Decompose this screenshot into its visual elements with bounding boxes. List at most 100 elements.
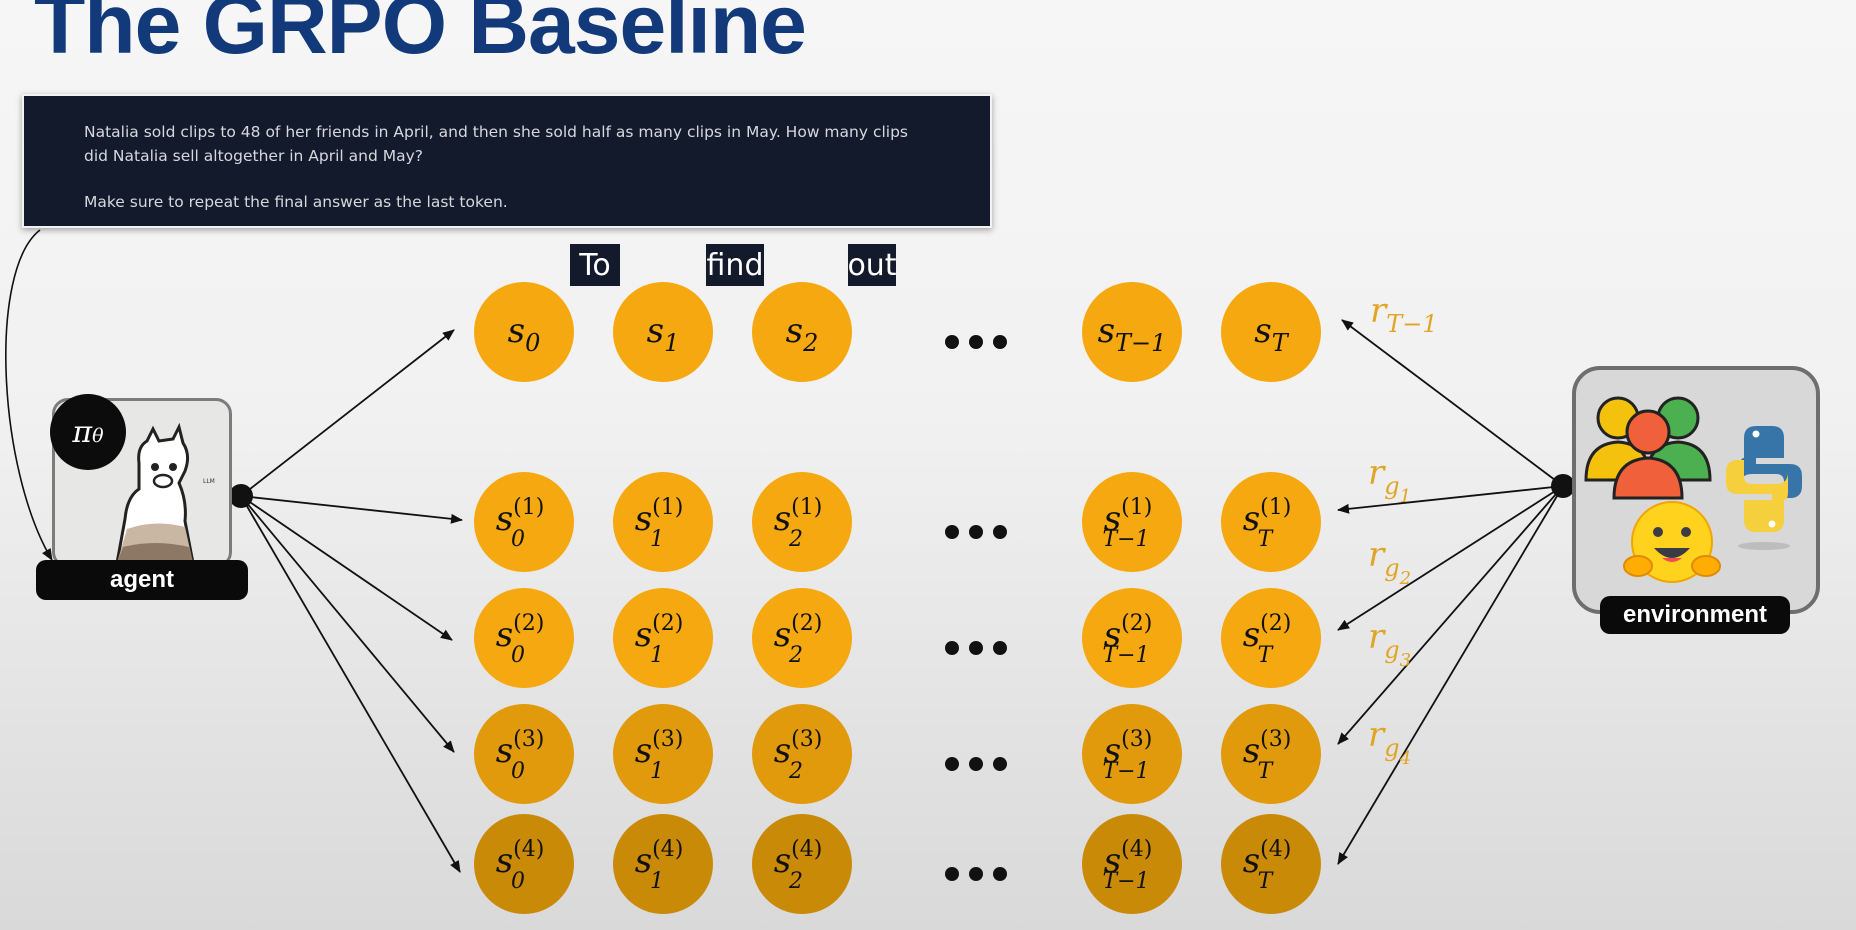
svg-text:s1: s1 [647, 311, 680, 357]
llama-icon: LLM [115, 422, 215, 565]
state-node-top-4: sT [1221, 282, 1321, 382]
svg-text:0: 0 [511, 643, 525, 668]
svg-text:s(3): s(3) [774, 727, 823, 771]
svg-text:s(4): s(4) [635, 837, 684, 881]
agent-dot [229, 484, 253, 508]
svg-text:s(4): s(4) [1104, 837, 1153, 881]
state-node-top-3: sT−1 [1082, 282, 1182, 382]
state-node-g2-0: s(2)0 [474, 588, 574, 688]
page-title: The GRPO Baseline [34, 0, 807, 71]
svg-text:s(3): s(3) [1243, 727, 1292, 771]
reward-g4: rg4 [1368, 715, 1411, 769]
state-node-g1-2: s(1)2 [752, 472, 852, 572]
svg-text:0: 0 [511, 869, 525, 894]
environment-icons [1584, 396, 1802, 583]
state-node-top-1: s1 [613, 282, 713, 382]
ellipsis-row-2 [945, 641, 1007, 655]
svg-text:s(3): s(3) [1104, 727, 1153, 771]
svg-text:2: 2 [788, 759, 803, 784]
state-node-g1-0: s(1)0 [474, 472, 574, 572]
environment-label: environment [1600, 596, 1790, 634]
svg-text:s(1): s(1) [1243, 495, 1292, 539]
state-node-g4-3: s(4)T−1 [1082, 814, 1182, 914]
svg-text:2: 2 [788, 643, 803, 668]
svg-text:s(3): s(3) [496, 727, 545, 771]
python-logo-icon [1726, 426, 1802, 550]
ellipsis-dots [945, 335, 1007, 881]
svg-text:s(4): s(4) [496, 837, 545, 881]
state-node-g4-0: s(4)0 [474, 814, 574, 914]
svg-text:sT: sT [1254, 311, 1289, 357]
state-node-g3-4: s(3)T [1221, 704, 1321, 804]
people-icon [1584, 396, 1712, 500]
svg-text:LLM: LLM [203, 478, 215, 485]
state-node-g1-1: s(1)1 [613, 472, 713, 572]
state-node-top-2: s2 [752, 282, 852, 382]
svg-text:T: T [1258, 869, 1275, 894]
state-node-g3-2: s(3)2 [752, 704, 852, 804]
svg-text:T−1: T−1 [1102, 869, 1149, 894]
svg-text:T−1: T−1 [1102, 643, 1149, 668]
reward-top: rT−1 [1370, 291, 1438, 338]
svg-text:s(2): s(2) [496, 611, 545, 655]
svg-text:s(2): s(2) [1104, 611, 1153, 655]
svg-text:1: 1 [650, 527, 664, 552]
ellipsis-row-0 [945, 335, 1007, 349]
state-node-g1-4: s(1)T [1221, 472, 1321, 572]
state-node-g4-2: s(4)2 [752, 814, 852, 914]
reward-g3: rg3 [1368, 617, 1411, 671]
svg-text:s(4): s(4) [1243, 837, 1292, 881]
ellipsis-row-4 [945, 867, 1007, 881]
policy-subscript: θ [92, 425, 104, 447]
state-node-g2-1: s(2)1 [613, 588, 713, 688]
svg-text:T: T [1258, 759, 1275, 784]
ellipsis-row-1 [945, 525, 1007, 539]
svg-text:s(1): s(1) [774, 495, 823, 539]
state-node-top-0: s0 [474, 282, 574, 382]
svg-text:0: 0 [511, 527, 525, 552]
env-arrows [1337, 319, 1564, 865]
svg-text:sT−1: sT−1 [1098, 311, 1167, 357]
state-node-g3-3: s(3)T−1 [1082, 704, 1182, 804]
prompt-question: Natalia sold clips to 48 of her friends … [84, 123, 908, 166]
svg-text:1: 1 [650, 643, 664, 668]
token-1: To [568, 242, 622, 288]
svg-text:T: T [1258, 643, 1275, 668]
svg-text:s(2): s(2) [1243, 611, 1292, 655]
state-node-g3-1: s(3)1 [613, 704, 713, 804]
state-node-g2-3: s(2)T−1 [1082, 588, 1182, 688]
reward-labels: rT−1 rg1 rg2 rg3 rg4 [1368, 291, 1438, 769]
agent-arrows [240, 329, 463, 873]
prompt-box: Natalia sold clips to 48 of her friends … [22, 94, 992, 228]
policy-symbol: π [72, 414, 93, 450]
svg-text:s(2): s(2) [635, 611, 684, 655]
svg-text:s(2): s(2) [774, 611, 823, 655]
state-node-g4-1: s(4)1 [613, 814, 713, 914]
svg-text:T: T [1258, 527, 1275, 552]
svg-text:s(4): s(4) [774, 837, 823, 881]
state-node-g4-4: s(4)T [1221, 814, 1321, 914]
svg-text:2: 2 [788, 527, 803, 552]
reward-g1: rg1 [1368, 453, 1411, 507]
environment-box [1572, 366, 1820, 614]
svg-text:1: 1 [650, 759, 664, 784]
svg-text:s(1): s(1) [1104, 495, 1153, 539]
prompt-to-agent-arrow [5, 229, 53, 561]
svg-text:0: 0 [511, 759, 525, 784]
svg-text:T−1: T−1 [1102, 527, 1149, 552]
svg-text:2: 2 [788, 869, 803, 894]
svg-text:s(1): s(1) [635, 495, 684, 539]
state-node-g3-0: s(3)0 [474, 704, 574, 804]
token-2: find [704, 242, 766, 288]
token-3: out [846, 242, 898, 288]
svg-text:1: 1 [650, 869, 664, 894]
reward-g2: rg2 [1368, 535, 1411, 589]
svg-text:s(3): s(3) [635, 727, 684, 771]
svg-text:T−1: T−1 [1102, 759, 1149, 784]
environment-dot [1551, 474, 1575, 498]
state-node-g2-4: s(2)T [1221, 588, 1321, 688]
ellipsis-row-3 [945, 757, 1007, 771]
state-node-g1-3: s(1)T−1 [1082, 472, 1182, 572]
